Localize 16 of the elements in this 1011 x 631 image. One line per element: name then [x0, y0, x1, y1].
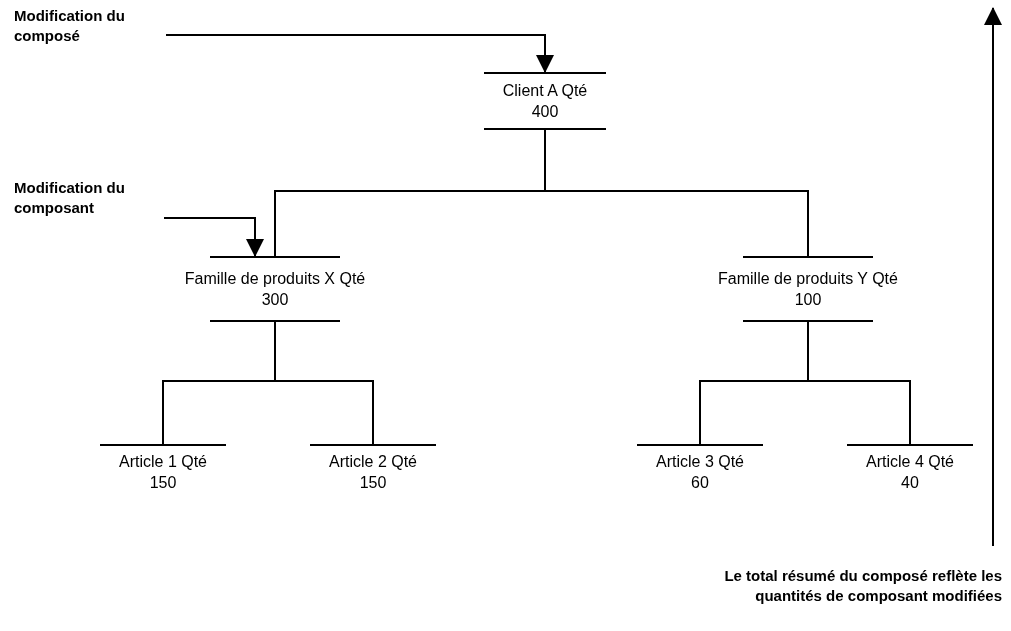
- tree-node: Article 4 Qté 40: [847, 444, 973, 498]
- tree-node: Famille de produits X Qté 300: [150, 256, 400, 322]
- tree-node: Article 2 Qté 150: [310, 444, 436, 498]
- connector-line: [544, 129, 809, 257]
- connector-line: [807, 321, 911, 445]
- arrow: [165, 34, 554, 73]
- note-text: Modification du composé: [14, 6, 166, 52]
- note-text: Le total résumé du composé reflète les quantités de composant modifiées: [690, 566, 1002, 628]
- tree-node: Famille de produits Y Qté 100: [683, 256, 933, 322]
- note-text: Modification du composant: [14, 178, 164, 228]
- connector-line: [274, 321, 374, 445]
- arrow: [984, 7, 1002, 547]
- tree-node: Article 1 Qté 150: [100, 444, 226, 498]
- tree-node: Client A Qté 400: [470, 72, 620, 130]
- arrow: [163, 217, 264, 257]
- tree-node: Article 3 Qté 60: [637, 444, 763, 498]
